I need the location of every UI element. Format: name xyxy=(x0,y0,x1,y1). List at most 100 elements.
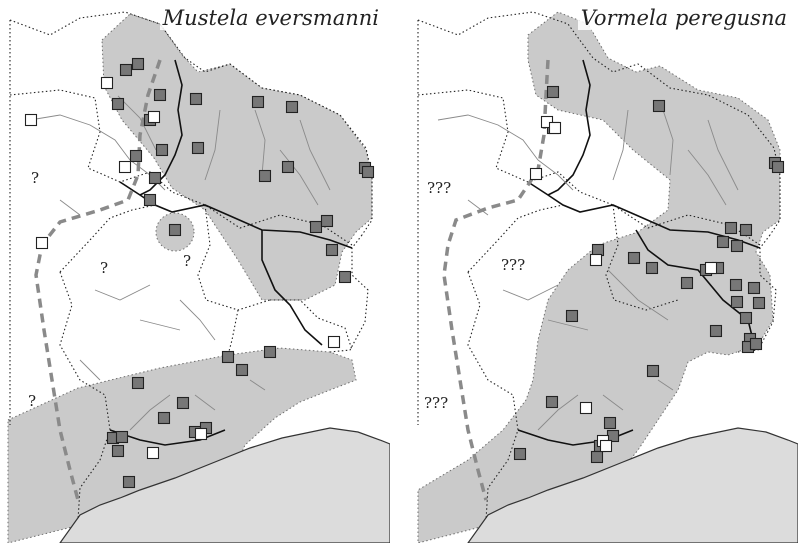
record-marker-filled xyxy=(176,396,190,410)
record-marker-filled xyxy=(513,447,527,461)
record-marker-filled xyxy=(627,251,641,265)
record-marker-open xyxy=(147,110,161,124)
border-internal-1 xyxy=(417,89,761,246)
question-mark-label: ??? xyxy=(501,256,526,274)
border-internal-4 xyxy=(227,299,353,356)
record-marker-filled xyxy=(546,85,560,99)
record-marker-filled xyxy=(251,95,265,109)
record-marker-filled xyxy=(155,143,169,157)
record-marker-filled xyxy=(361,165,375,179)
record-marker-filled xyxy=(129,149,143,163)
map-panel-left: Mustela eversmanni ???? xyxy=(0,0,390,543)
record-marker-filled xyxy=(749,337,763,351)
record-marker-filled xyxy=(119,63,133,77)
border-internal-2 xyxy=(59,204,271,311)
record-marker-filled xyxy=(545,395,559,409)
record-marker-filled xyxy=(603,416,617,430)
record-marker-filled xyxy=(606,429,620,443)
record-marker-open xyxy=(589,253,603,267)
record-marker-filled xyxy=(709,324,723,338)
question-mark-label: ??? xyxy=(427,179,452,197)
river xyxy=(437,109,739,431)
record-marker-filled xyxy=(338,270,352,284)
border-solid-3 xyxy=(261,230,323,346)
question-mark-label: ? xyxy=(31,169,40,187)
record-marker-filled xyxy=(191,141,205,155)
record-marker-open xyxy=(118,160,132,174)
sea xyxy=(59,427,390,543)
record-marker-open xyxy=(579,401,593,415)
record-marker-open xyxy=(146,446,160,460)
map-right-svg xyxy=(417,11,798,543)
record-marker-filled xyxy=(111,444,125,458)
record-marker-filled xyxy=(747,281,761,295)
records-left xyxy=(24,57,375,489)
record-marker-filled xyxy=(263,345,277,359)
record-marker-filled xyxy=(730,239,744,253)
records-right xyxy=(513,85,785,464)
record-marker-filled xyxy=(221,350,235,364)
border-internal-3 xyxy=(467,271,519,521)
range-area-north xyxy=(101,13,373,301)
record-marker-open xyxy=(194,427,208,441)
record-marker-filled xyxy=(320,214,334,228)
record-marker-filled xyxy=(131,57,145,71)
record-marker-filled xyxy=(565,309,579,323)
map-left-svg xyxy=(7,11,390,543)
record-marker-open xyxy=(24,113,38,127)
sea xyxy=(467,427,798,543)
record-marker-filled xyxy=(325,243,339,257)
record-marker-filled xyxy=(652,99,666,113)
record-marker-filled xyxy=(111,97,125,111)
record-marker-open xyxy=(35,236,49,250)
range-area-south xyxy=(7,347,357,543)
border-solid-2 xyxy=(139,59,183,196)
species-title-left: Mustela eversmanni xyxy=(159,6,382,30)
border-internal-3 xyxy=(59,271,111,521)
record-marker-open xyxy=(327,335,341,349)
record-marker-filled xyxy=(680,276,694,290)
question-mark-label: ? xyxy=(28,392,37,410)
record-marker-open xyxy=(529,167,543,181)
record-marker-filled xyxy=(739,223,753,237)
record-marker-filled xyxy=(143,193,157,207)
record-marker-open xyxy=(100,76,114,90)
record-marker-filled xyxy=(115,430,129,444)
record-marker-open xyxy=(548,121,562,135)
record-marker-filled xyxy=(189,92,203,106)
record-marker-filled xyxy=(716,235,730,249)
record-marker-filled xyxy=(729,278,743,292)
border-internal-2 xyxy=(467,204,679,311)
record-marker-filled xyxy=(235,363,249,377)
record-marker-filled xyxy=(739,311,753,325)
record-marker-filled xyxy=(258,169,272,183)
record-marker-filled xyxy=(285,100,299,114)
map-panel-right: Vormela peregusna ????????? xyxy=(408,0,798,543)
record-marker-filled xyxy=(590,450,604,464)
border-solid-4 xyxy=(109,429,226,446)
record-marker-filled xyxy=(646,364,660,378)
question-mark-label: ? xyxy=(100,259,109,277)
record-marker-filled xyxy=(771,160,785,174)
question-mark-label: ? xyxy=(183,252,192,270)
record-marker-filled xyxy=(148,171,162,185)
species-title-right: Vormela peregusna xyxy=(577,6,790,30)
record-marker-filled xyxy=(645,261,659,275)
border-solid-2 xyxy=(547,59,591,196)
record-marker-filled xyxy=(752,296,766,310)
record-marker-filled xyxy=(724,221,738,235)
record-marker-filled xyxy=(281,160,295,174)
range-area-right xyxy=(417,11,781,543)
western-limit-line xyxy=(442,59,550,501)
record-marker-filled xyxy=(309,220,323,234)
record-marker-open xyxy=(599,439,613,453)
record-marker-filled xyxy=(157,411,171,425)
record-marker-filled xyxy=(168,223,182,237)
record-marker-filled xyxy=(730,295,744,309)
record-marker-filled xyxy=(153,88,167,102)
question-mark-label: ??? xyxy=(424,394,449,412)
western-limit-line xyxy=(34,59,162,501)
record-marker-open xyxy=(704,261,718,275)
record-marker-filled xyxy=(122,475,136,489)
record-marker-filled xyxy=(131,376,145,390)
